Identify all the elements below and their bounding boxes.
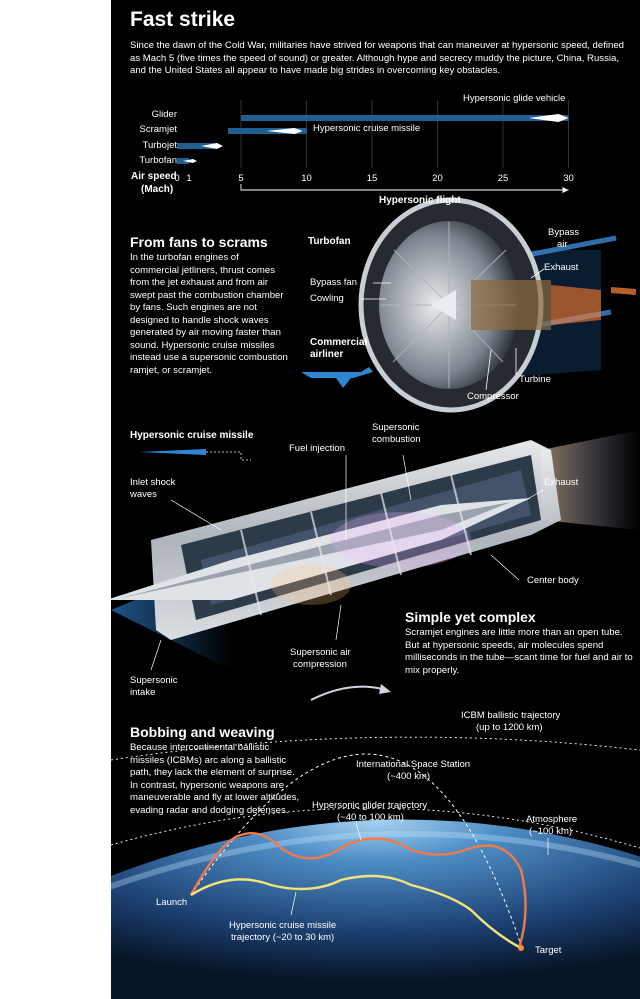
exhaust-label: Exhaust [544, 262, 579, 273]
intake-label-1: Supersonic [130, 675, 178, 686]
intake-label-2: intake [130, 687, 156, 698]
target-label: Target [535, 945, 562, 956]
x-tick-20: 20 [432, 173, 443, 184]
target-marker [518, 945, 524, 951]
trajectory-section-body: Because intercontinental ballistic missi… [130, 742, 300, 816]
x-tick-25: 25 [498, 173, 509, 184]
iss-label-2: (~400 km) [387, 771, 431, 782]
page-margin [0, 0, 111, 999]
bar-label-cruise-missile: Hypersonic cruise missile [313, 123, 421, 134]
category-label-scramjet: Scramjet [139, 124, 177, 135]
cruise-trajectory-label-1: Hypersonic cruise missile [229, 920, 337, 931]
infographic: Fast strike Since the dawn of the Cold W… [111, 0, 640, 999]
category-label-glider: Glider [151, 109, 177, 120]
category-label-turbojet: Turbojet [142, 140, 178, 151]
vehicle-silhouette-1 [266, 128, 303, 134]
x-tick-5: 5 [238, 173, 243, 184]
missile-label: Hypersonic cruise missile [130, 430, 254, 441]
bypass-fan-label: Bypass fan [310, 277, 357, 288]
missile-icon [139, 449, 206, 455]
air-compression-label-1: Supersonic air [290, 647, 351, 658]
cowling-label: Cowling [310, 293, 344, 304]
cruise-trajectory-line [190, 874, 522, 950]
glider-trajectory-label-2: (~40 to 100 km) [337, 812, 404, 823]
cruise-trajectory-label-2: trajectory (~20 to 30 km) [231, 932, 335, 943]
launch-label: Launch [156, 897, 188, 908]
x-tick-15: 15 [367, 173, 378, 184]
vehicle-silhouette-0 [528, 114, 569, 122]
x-tick-0: 0 [174, 173, 179, 184]
atmosphere-label-2: (~100 km) [529, 826, 573, 837]
page-title: Fast strike [130, 8, 236, 31]
glider-trajectory-line [189, 831, 527, 949]
vehicle-silhouette-2 [201, 143, 223, 149]
x-axis-label-line2: (Mach) [141, 184, 174, 195]
turbofan-section-body: In the turbofan engines of commercial je… [130, 252, 288, 376]
speed-bar-turbojet [177, 143, 215, 149]
inlet-shock-label-1: Inlet shock [130, 477, 176, 488]
vehicle-silhouette-3 [183, 159, 197, 163]
air-compression-label-2: compression [293, 659, 347, 670]
iss-label-1: International Space Station [356, 759, 471, 770]
supersonic-combustion-label-2: combustion [372, 434, 421, 445]
category-label-turbofan: Turbofan [139, 155, 177, 166]
x-axis-label-line1: Air speed [131, 171, 177, 182]
inlet-shock-label-2: waves [130, 489, 157, 500]
x-tick-30: 30 [563, 173, 574, 184]
speed-bar-glider [241, 115, 569, 121]
airliner-label-1: Commercial [310, 337, 368, 348]
trajectory-section-title: Bobbing and weaving [130, 724, 275, 740]
region-bracket [240, 184, 569, 191]
airliner-icon [301, 367, 373, 388]
supersonic-combustion-label-1: Supersonic [372, 422, 420, 433]
center-body-label: Center body [527, 575, 579, 586]
turbofan-label: Turbofan [308, 236, 351, 247]
compressor-label: Compressor [467, 391, 519, 402]
icbm-label-2: (up to 1200 km) [476, 722, 543, 733]
region-label: Hypersonic flight [379, 195, 461, 206]
bypass-air-label-1: Bypass [548, 227, 580, 238]
x-tick-10: 10 [301, 173, 312, 184]
scramjet-subtitle: Simple yet complex [405, 609, 536, 625]
bypass-air-label-2: air [557, 239, 568, 250]
region-arrowhead [562, 187, 569, 193]
glider-trajectory-label-1: Hypersonic glider trajectory [312, 800, 428, 811]
atmosphere-label-1: Atmosphere [526, 814, 578, 825]
artwork-layer [111, 197, 640, 999]
x-tick-1: 1 [186, 173, 191, 184]
icbm-label-1: ICBM ballistic trajectory [461, 710, 561, 721]
scramjet-illustration [111, 430, 640, 671]
bar-label-glide-vehicle: Hypersonic glide vehicle [463, 93, 566, 104]
airliner-label-2: airliner [310, 349, 344, 360]
scramjet-body: Scramjet engines are little more than an… [405, 627, 633, 676]
turbofan-section-title: From fans to scrams [130, 234, 268, 250]
scramjet-exhaust-label: Exhaust [544, 477, 579, 488]
turbofan-engine-illustration [358, 197, 637, 413]
intro-text: Since the dawn of the Cold War, militari… [130, 40, 624, 76]
earth-trajectory-illustration [111, 684, 640, 999]
turbine-label: Turbine [519, 374, 551, 385]
fuel-injection-label: Fuel injection [289, 443, 345, 454]
